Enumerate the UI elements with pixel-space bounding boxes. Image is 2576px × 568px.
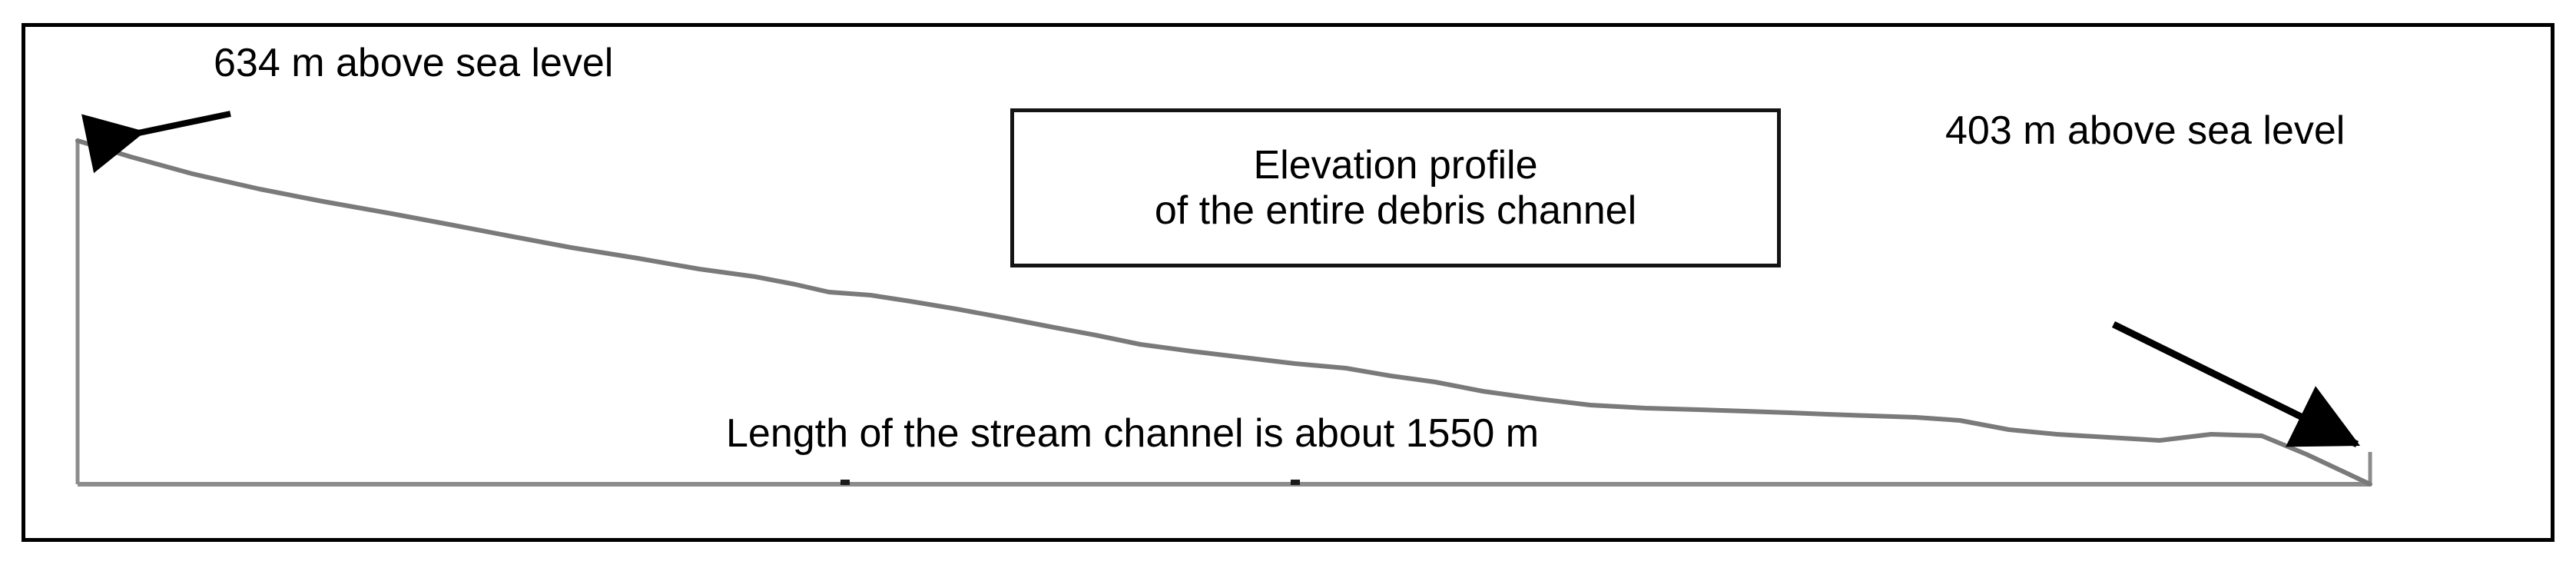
figure-outer-frame [22, 23, 2554, 542]
end-elevation-label: 403 m above sea level [1945, 108, 2346, 153]
title-callout-box: Elevation profile of the entire debris c… [1010, 108, 1781, 267]
channel-length-label: Length of the stream channel is about 15… [726, 411, 1540, 456]
start-elevation-label: 634 m above sea level [214, 41, 614, 85]
title-line-1: Elevation profile [1253, 143, 1538, 188]
title-line-2: of the entire debris channel [1154, 188, 1637, 233]
